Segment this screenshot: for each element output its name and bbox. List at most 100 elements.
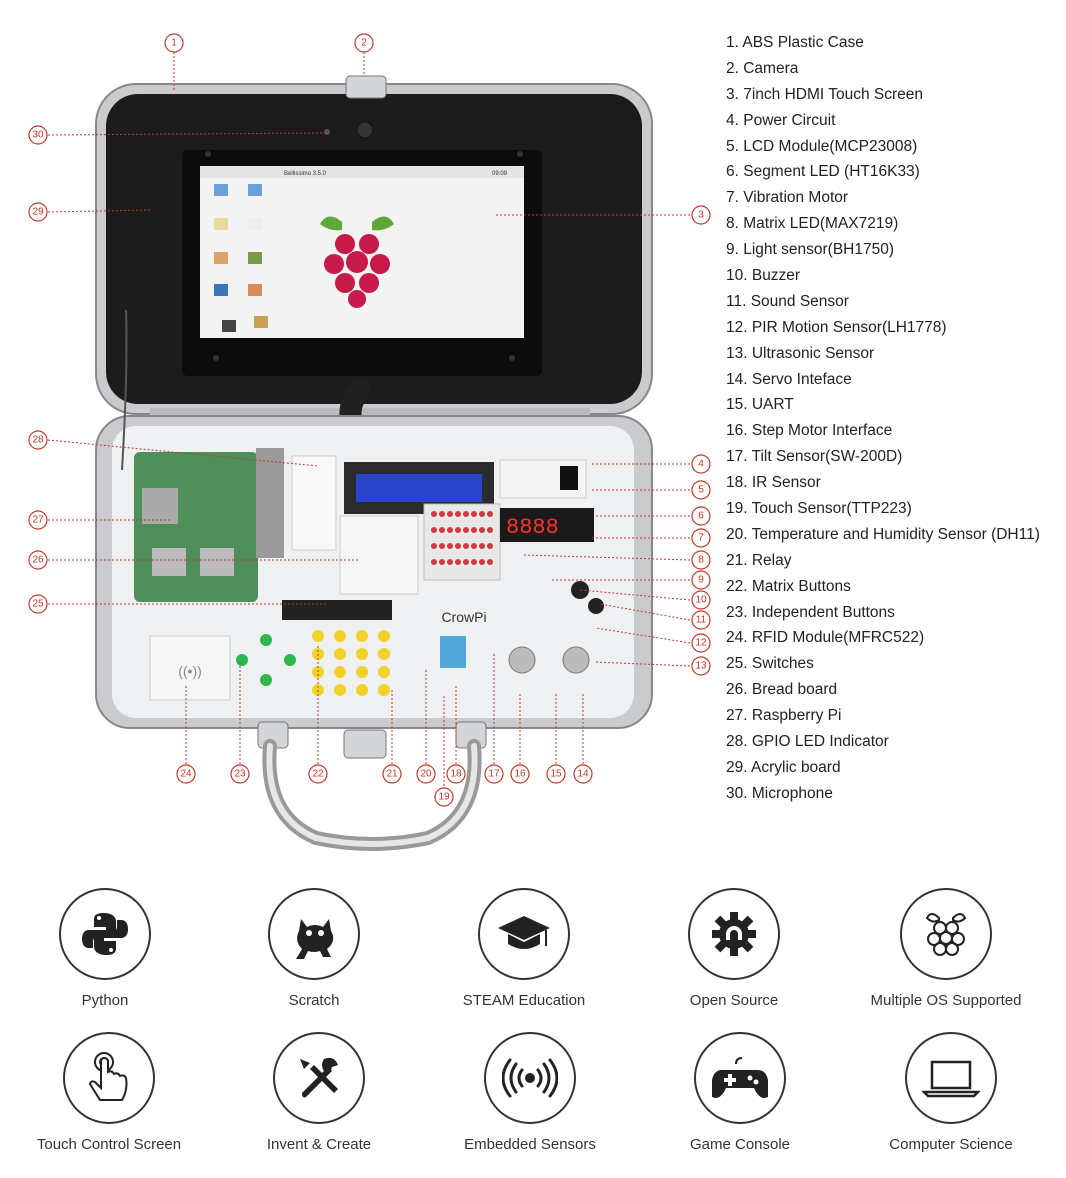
component-list-item: 1. ABS Plastic Case <box>726 34 864 51</box>
callout-markers: 1 2 3 4 5 6 7 8 9 10 11 12 13 14 15 16 1… <box>28 33 711 807</box>
callout-lines <box>47 52 691 786</box>
ultrasonic-sensor <box>508 646 590 674</box>
feature-python: Python <box>5 888 205 1009</box>
component-list-item: 25. Switches <box>726 655 814 673</box>
raspberry-pi-board <box>134 452 258 602</box>
scratch-cat-icon <box>268 888 360 980</box>
callout-9: 9 <box>691 570 711 590</box>
component-list-item: 13. Ultrasonic Sensor <box>726 344 875 362</box>
svg-text:24: 24 <box>180 769 192 780</box>
callout-21: 21 <box>382 764 402 784</box>
component-list-item: 12. PIR Motion Sensor(LH1778) <box>726 318 947 336</box>
component-list-item: 11. Sound Sensor <box>726 292 849 310</box>
feature-invent-create: Invent & Create <box>219 1032 419 1153</box>
callout-19: 19 <box>434 787 454 807</box>
svg-text:12: 12 <box>695 638 707 649</box>
component-list-item: 2. Camera <box>726 59 799 77</box>
svg-text:14: 14 <box>577 769 589 780</box>
gear-icon <box>688 888 780 980</box>
screen-window-title: Bellissimo 3.5.0 <box>284 171 327 177</box>
segment-led <box>500 508 594 542</box>
raspberry-icon <box>900 888 992 980</box>
component-list-item: 5. LCD Module(MCP23008) <box>726 137 918 155</box>
gamepad-icon <box>694 1032 786 1124</box>
component-list-item: 6. Segment LED (HT16K33) <box>726 163 920 181</box>
component-list: 1. ABS Plastic Case 2. Camera 3. 7inch H… <box>726 30 1066 807</box>
callout-2: 2 <box>354 33 374 53</box>
rfid-module <box>149 635 231 701</box>
feature-multiple-os: Multiple OS Supported <box>846 888 1046 1009</box>
sound-sensor <box>588 598 604 614</box>
component-list-item: 14. Servo Inteface <box>726 370 852 388</box>
component-list-item: 3. 7inch HDMI Touch Screen <box>726 85 924 103</box>
feature-touch-control: Touch Control Screen <box>9 1032 209 1153</box>
component-list-item: 9. Light sensor(BH1750) <box>726 241 895 259</box>
crowpi-product-illustration: Bellissimo 3.5.0 09:09 <box>28 33 711 851</box>
component-list-item: 29. Acrylic board <box>726 758 841 776</box>
callout-17: 17 <box>484 764 504 784</box>
svg-text:8888: 8888 <box>506 515 559 540</box>
svg-text:21: 21 <box>386 769 398 780</box>
feature-label: Scratch <box>288 992 340 1009</box>
component-list-item: 20. Temperature and Humidity Sensor (DH1… <box>726 525 1040 543</box>
gpio-ribbon-cable <box>256 448 284 558</box>
feature-embedded-sensors: Embedded Sensors <box>430 1032 630 1153</box>
matrix-led-dots <box>431 511 493 565</box>
component-list-item: 16. Step Motor Interface <box>726 422 893 440</box>
callout-8: 8 <box>691 550 711 570</box>
callout-4: 4 <box>691 454 711 474</box>
sensor-waves-icon <box>484 1032 576 1124</box>
feature-label: Open Source <box>689 992 779 1009</box>
callout-23: 23 <box>230 764 250 784</box>
svg-text:9: 9 <box>698 575 704 586</box>
callout-20: 20 <box>416 764 436 784</box>
screen-taskbar <box>200 166 524 178</box>
camera-lens <box>356 121 374 139</box>
callout-13: 13 <box>691 656 711 676</box>
svg-text:5: 5 <box>698 485 704 496</box>
top-clasp <box>345 75 387 99</box>
microphone-dot <box>324 129 330 135</box>
python-icon <box>59 888 151 980</box>
callout-18: 18 <box>446 764 466 784</box>
feature-label: Computer Science <box>889 1136 1013 1153</box>
callout-26: 26 <box>28 550 48 570</box>
svg-text:29: 29 <box>32 207 44 218</box>
callout-1: 1 <box>164 33 184 53</box>
svg-text:26: 26 <box>32 555 44 566</box>
component-list-item: 26. Bread board <box>726 681 838 699</box>
svg-text:30: 30 <box>32 130 44 141</box>
component-list-item: 19. Touch Sensor(TTP223) <box>726 500 912 518</box>
feature-label: Game Console <box>689 1136 791 1153</box>
svg-text:4: 4 <box>698 459 704 470</box>
matrix-led <box>423 503 501 581</box>
breadboard <box>339 515 419 595</box>
svg-text:27: 27 <box>32 515 44 526</box>
screen-clock: 09:09 <box>492 171 508 177</box>
component-list-item: 24. RFID Module(MFRC522) <box>726 629 925 647</box>
callout-3: 3 <box>691 205 711 225</box>
desktop-icons <box>214 184 268 332</box>
base-clasp-center <box>343 729 387 759</box>
feature-computer-science: Computer Science <box>851 1032 1051 1153</box>
svg-text:8: 8 <box>698 555 704 566</box>
svg-text:28: 28 <box>32 435 44 446</box>
component-list-item: 21. Relay <box>726 551 792 569</box>
callout-5: 5 <box>691 480 711 500</box>
feature-label: STEAM Education <box>462 992 586 1009</box>
svg-text:23: 23 <box>234 769 246 780</box>
callout-14: 14 <box>573 764 593 784</box>
callout-30: 30 <box>28 125 48 145</box>
feature-label: Embedded Sensors <box>464 1136 596 1153</box>
feature-highlights: Python Scratch STEAM Education Open Sour… <box>0 880 1066 1178</box>
laptop-icon <box>905 1032 997 1124</box>
feature-label: Invent & Create <box>266 1136 372 1153</box>
callout-24: 24 <box>176 764 196 784</box>
svg-text:25: 25 <box>32 599 44 610</box>
callout-16: 16 <box>510 764 530 784</box>
component-list-item: 7. Vibration Motor <box>726 189 849 207</box>
callout-15: 15 <box>546 764 566 784</box>
svg-text:13: 13 <box>695 661 707 672</box>
callout-12: 12 <box>691 633 711 653</box>
brand-label: CrowPi <box>441 609 486 625</box>
